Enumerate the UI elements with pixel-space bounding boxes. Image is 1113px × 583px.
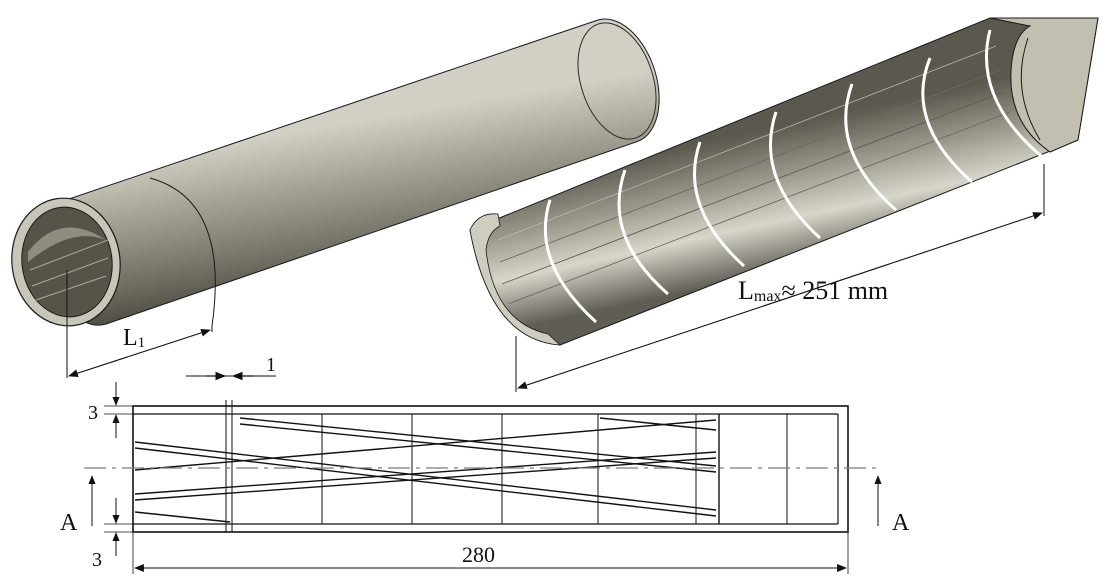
section-marker-left: A — [60, 475, 96, 536]
wall-top-label: 3 — [88, 402, 98, 424]
l1-dimension: L1 — [66, 270, 213, 378]
section-right-label: A — [892, 510, 910, 536]
section-left-label: A — [60, 510, 78, 536]
slotted-tube-open-lip — [469, 213, 562, 346]
gap-dimension: 1 — [186, 354, 276, 381]
gap-width-label: 1 — [266, 354, 276, 376]
slot-traces — [134, 417, 717, 523]
l1-label: L1 — [123, 325, 145, 351]
l1-cut-line — [149, 177, 216, 327]
lmax-label: Lmax≈ 251 mm — [738, 276, 888, 305]
overall-length-label: 280 — [462, 542, 495, 567]
slotted-tube-end-cap — [989, 17, 1099, 153]
closed-tube-bore-highlight — [28, 227, 106, 262]
orthographic-drawing — [132, 400, 849, 533]
lmax-dimension-line — [517, 212, 1043, 389]
section-marker-right: A — [874, 475, 910, 536]
closed-tube-3d — [11, 18, 660, 327]
wall-bottom-dimension: 3 — [92, 498, 133, 571]
lmax-dimension: Lmax≈ 251 mm — [515, 164, 1045, 392]
tube-outer-outline — [132, 405, 849, 533]
wall-bottom-label: 3 — [92, 549, 102, 571]
overall-length-dimension: 280 — [132, 532, 849, 574]
closed-tube-far-end — [577, 22, 657, 140]
wall-top-dimension: 3 — [88, 382, 133, 438]
l1-dimension-line — [68, 328, 211, 378]
